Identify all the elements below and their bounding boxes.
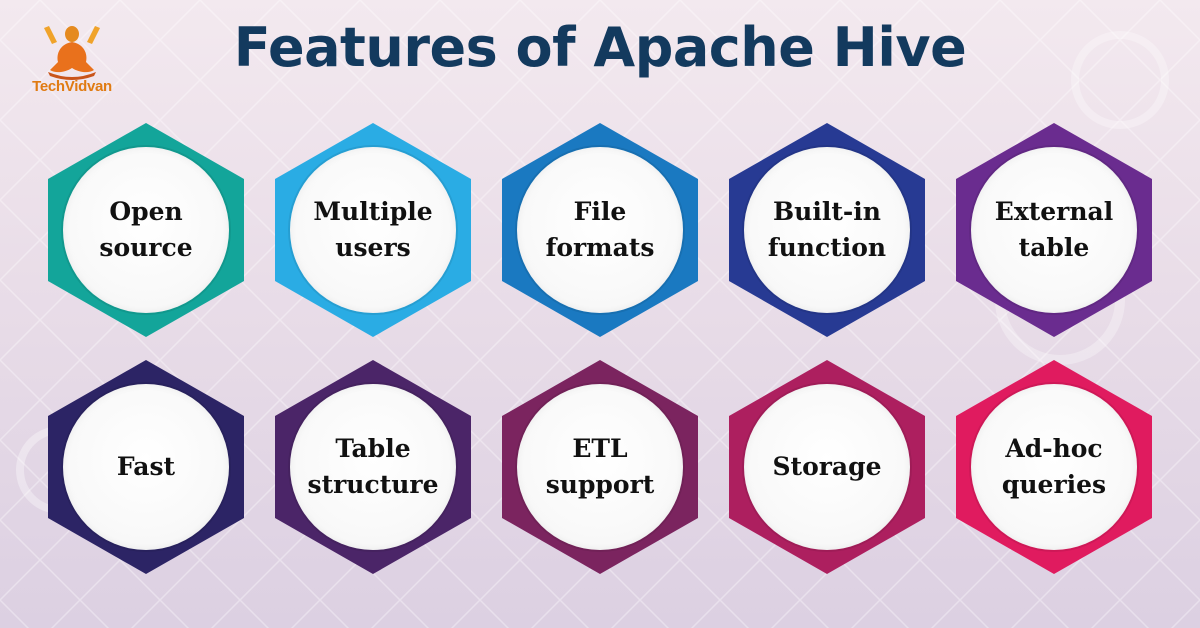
- feature-circle: Built-in function: [744, 147, 910, 313]
- techvidvan-logo: TechVidvan: [22, 22, 122, 102]
- feature-fast: Fast: [48, 360, 244, 574]
- feature-circle: Open source: [63, 147, 229, 313]
- feature-file-formats: File formats: [502, 123, 698, 337]
- feature-label: Built-in function: [767, 197, 887, 262]
- logo-text: TechVidvan: [32, 78, 112, 95]
- feature-label: Open source: [99, 197, 193, 262]
- feature-etl-support: ETL support: [502, 360, 698, 574]
- feature-external-table: External table: [956, 123, 1152, 337]
- feature-circle: Table structure: [290, 384, 456, 550]
- feature-circle: ETL support: [517, 384, 683, 550]
- feature-label: Fast: [116, 452, 176, 481]
- feature-label: ETL support: [545, 434, 655, 499]
- feature-label: File formats: [545, 197, 655, 262]
- feature-label: External table: [994, 197, 1114, 262]
- feature-open-source: Open source: [48, 123, 244, 337]
- feature-circle: Storage: [744, 384, 910, 550]
- feature-label: Storage: [772, 452, 882, 481]
- feature-label: Multiple users: [313, 197, 433, 262]
- feature-circle: External table: [971, 147, 1137, 313]
- meditating-figure-icon: [44, 26, 100, 80]
- feature-multiple-users: Multiple users: [275, 123, 471, 337]
- feature-circle: Ad-hoc queries: [971, 384, 1137, 550]
- page-title: Features of Apache Hive: [233, 16, 967, 79]
- feature-circle: File formats: [517, 147, 683, 313]
- feature-circle: Fast: [63, 384, 229, 550]
- feature-ad-hoc-queries: Ad-hoc queries: [956, 360, 1152, 574]
- feature-built-in-function: Built-in function: [729, 123, 925, 337]
- feature-circle: Multiple users: [290, 147, 456, 313]
- feature-storage: Storage: [729, 360, 925, 574]
- feature-label: Table structure: [307, 434, 439, 499]
- feature-label: Ad-hoc queries: [1001, 434, 1107, 499]
- feature-table-structure: Table structure: [275, 360, 471, 574]
